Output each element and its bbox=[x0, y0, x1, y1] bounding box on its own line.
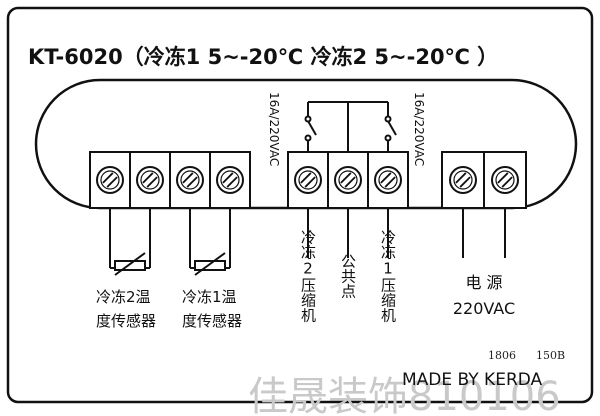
maker-label: MADE BY KERDA bbox=[402, 370, 543, 390]
terminal-screw bbox=[176, 166, 204, 194]
code-right: 150B bbox=[536, 349, 565, 362]
model-title: KT-6020（冷冻1 5~-20℃ 冷冻2 5~-20℃ ） bbox=[28, 45, 498, 69]
terminal-screw bbox=[449, 166, 477, 194]
sensor1-label-line1: 冷冻1温 bbox=[182, 288, 237, 306]
watermark: 佳晟装饰810106 bbox=[248, 374, 561, 416]
sensor-wiring bbox=[109, 208, 231, 276]
relay-output-wiring bbox=[307, 208, 389, 258]
code-left: 1806 bbox=[488, 349, 516, 362]
sensor2-label-line2: 度传感器 bbox=[96, 312, 156, 330]
sensor2-label-line1: 冷冻2温 bbox=[96, 288, 151, 306]
outer-frame bbox=[6, 6, 594, 404]
terminal-screws bbox=[96, 166, 519, 194]
relay-switches bbox=[304, 101, 397, 152]
terminal-screw bbox=[334, 166, 362, 194]
sensor1-label-line2: 度传感器 bbox=[182, 312, 242, 330]
power-label-line2: 220VAC bbox=[453, 299, 515, 318]
terminal-screw bbox=[136, 166, 164, 194]
common-point-label: 公共点 bbox=[339, 254, 357, 299]
relay-rating-left: 16A/220VAC bbox=[267, 92, 281, 166]
terminal-screw bbox=[96, 166, 124, 194]
terminal-screw bbox=[491, 166, 519, 194]
compressor2-label: 冷冻2压缩机 bbox=[299, 230, 317, 324]
terminal-screw bbox=[374, 166, 402, 194]
terminal-screw bbox=[294, 166, 322, 194]
power-wiring bbox=[462, 208, 506, 258]
terminal-screw bbox=[216, 166, 244, 194]
power-label-line1: 电 源 bbox=[465, 273, 502, 292]
compressor1-label: 冷冻1压缩机 bbox=[379, 230, 397, 324]
relay-rating-right: 16A/220VAC bbox=[412, 92, 426, 166]
